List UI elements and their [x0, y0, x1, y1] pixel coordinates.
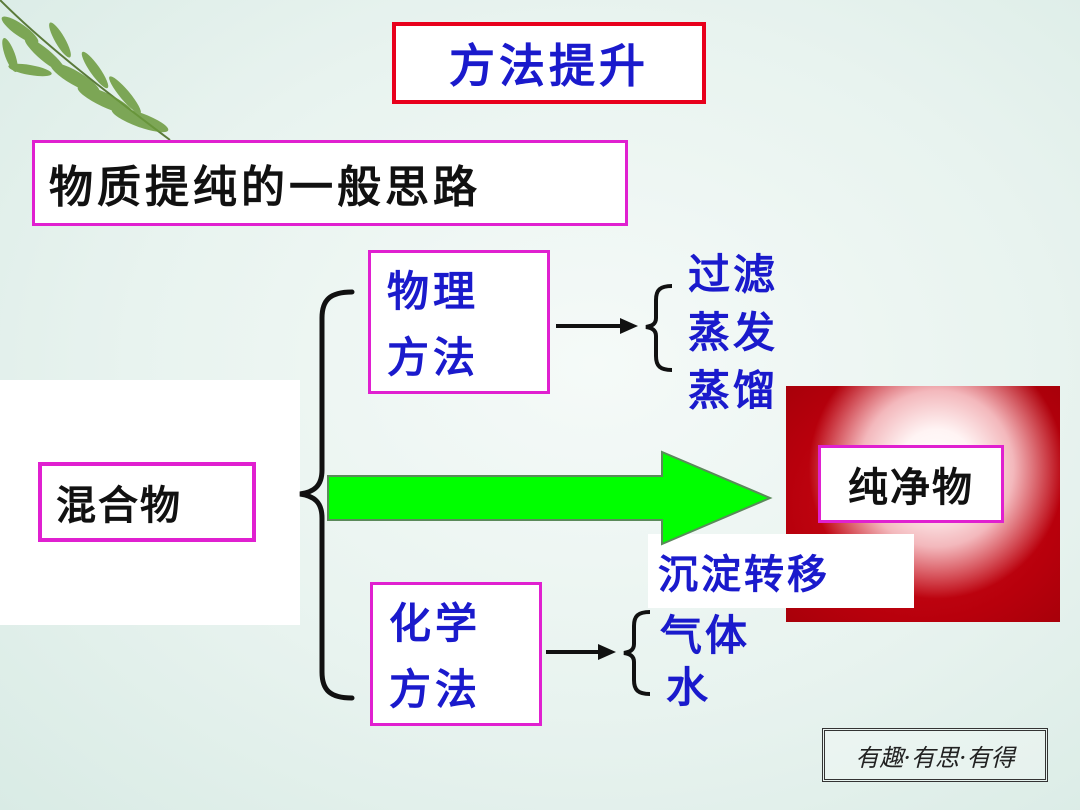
chemical-arrow-icon: [598, 644, 616, 660]
green-arrow-icon: [328, 452, 770, 544]
physical-brace-icon: [646, 286, 672, 370]
motto-stamp: 有趣·有思·有得: [822, 728, 1048, 782]
physical-arrow-icon: [620, 318, 638, 334]
chemical-brace-icon: [624, 612, 650, 694]
pure-substance-box: 纯净物: [818, 445, 1004, 523]
